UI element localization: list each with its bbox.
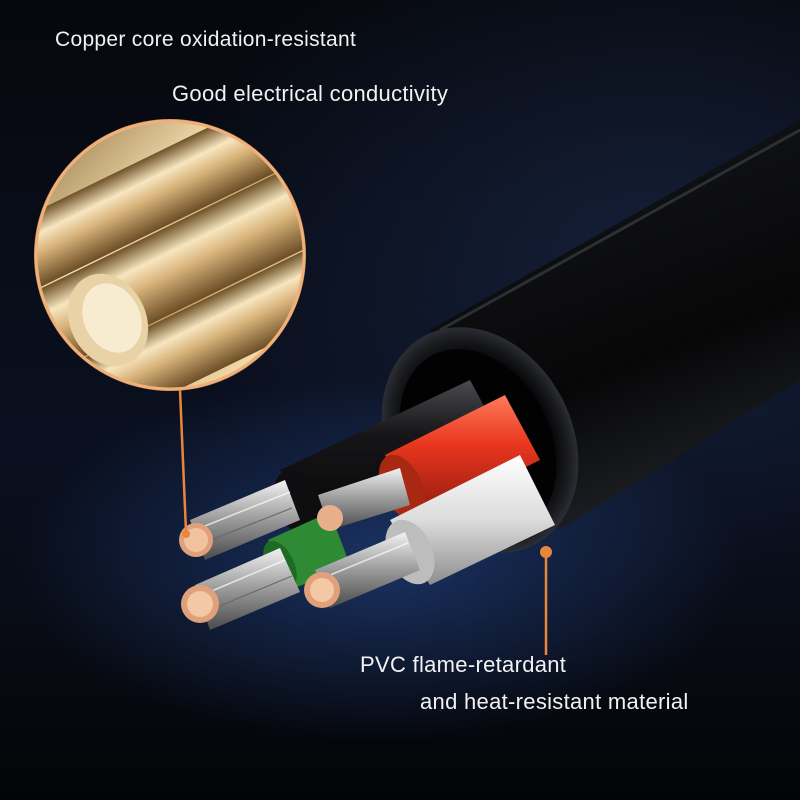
copper-strands xyxy=(179,468,420,630)
callout-pvc xyxy=(540,546,552,655)
copper-caption-line-1: Copper core oxidation-resistant xyxy=(55,28,357,51)
pvc-caption-line-1: PVC flame-retardant xyxy=(360,652,567,677)
copper-zoom-circle xyxy=(34,119,306,391)
callout-copper xyxy=(178,389,190,538)
pvc-caption-line-2: and heat-resistant material xyxy=(420,689,689,714)
copper-caption-line-2: Good electrical conductivity xyxy=(172,81,449,106)
